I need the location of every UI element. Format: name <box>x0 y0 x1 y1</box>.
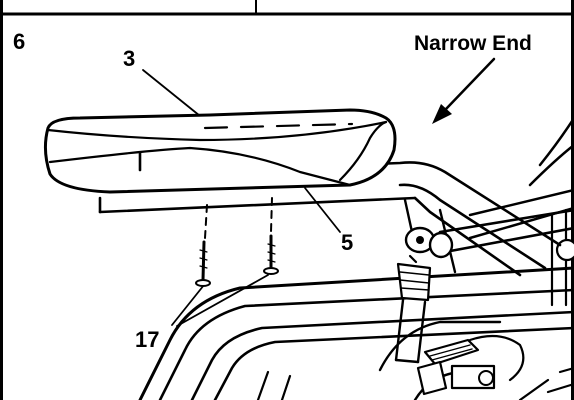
callout-seat: 3 <box>123 46 135 71</box>
step-number: 6 <box>13 29 25 54</box>
gas-spring <box>394 254 432 364</box>
seat-cushion <box>43 108 397 194</box>
linkage-rod <box>404 208 574 259</box>
narrow-end-arrow <box>432 57 496 124</box>
machine-frame <box>138 116 574 400</box>
callout-frame: 5 <box>341 230 353 255</box>
leader-lines <box>142 69 341 327</box>
narrow-end-label: Narrow End <box>414 32 532 55</box>
seat-frame-bar <box>98 161 562 277</box>
mounting-bolts <box>195 197 279 287</box>
callout-bolts: 17 <box>135 327 159 352</box>
